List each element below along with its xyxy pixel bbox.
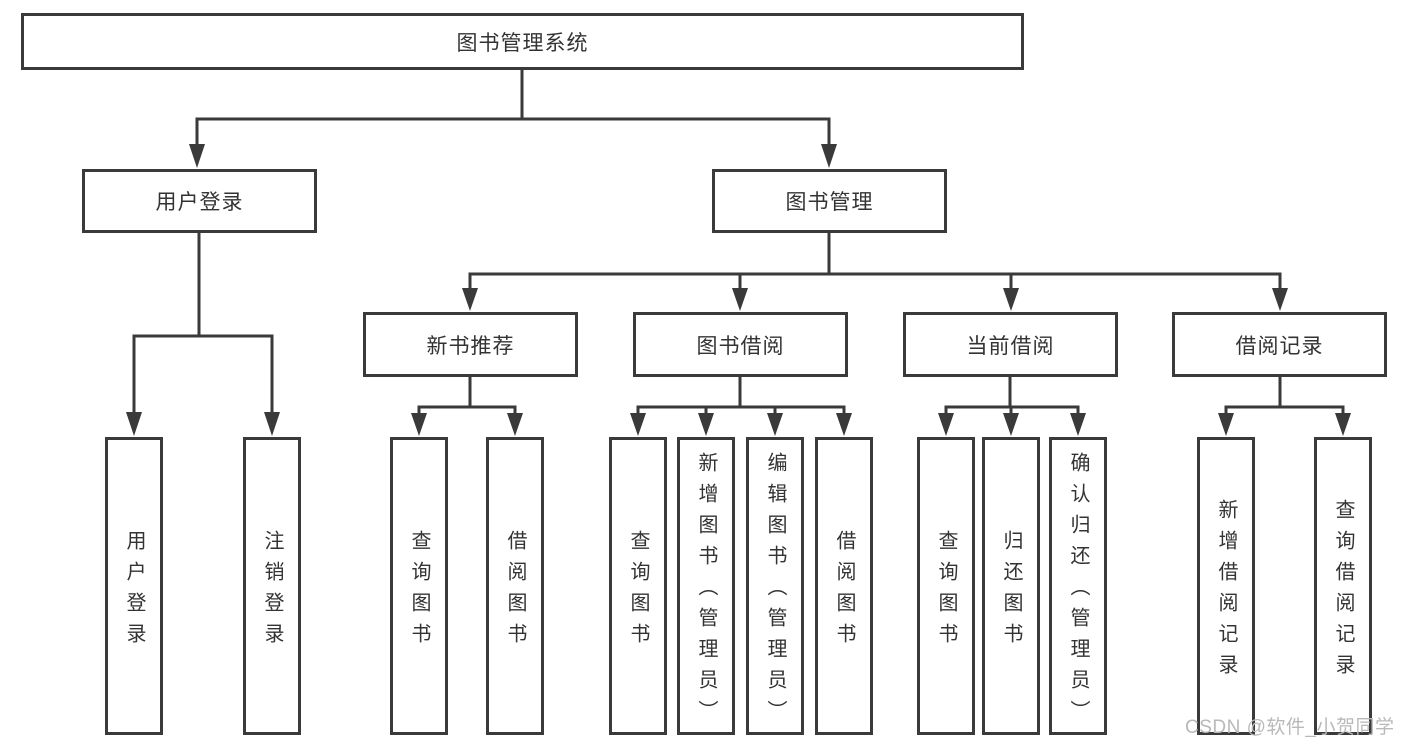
leaf-borrow-books: 借阅图书: [815, 437, 873, 735]
arrow-down-icon: [1272, 288, 1288, 311]
arrow-down-icon: [1070, 413, 1086, 436]
arrow-down-icon: [507, 413, 523, 436]
arrow-down-icon: [821, 144, 837, 168]
arrow-down-icon: [1335, 413, 1351, 436]
leaf-confirm-return-admin: 确认归还（管理员）: [1049, 437, 1107, 735]
node-book-borrow: 图书借阅: [633, 312, 848, 377]
arrow-down-icon: [1218, 413, 1234, 436]
arrow-down-icon: [732, 288, 748, 311]
node-user-login: 用户登录: [82, 169, 317, 233]
node-root-library-system: 图书管理系统: [21, 13, 1024, 70]
arrow-down-icon: [411, 413, 427, 436]
node-borrow-record: 借阅记录: [1172, 312, 1387, 377]
leaf-label: 借阅图书: [833, 529, 855, 654]
leaf-label: 确认归还（管理员）: [1067, 452, 1089, 731]
leaf-add-books-admin: 新增图书（管理员）: [677, 437, 735, 735]
node-new-book-recommend: 新书推荐: [363, 312, 578, 377]
arrow-down-icon: [767, 413, 783, 436]
arrow-down-icon: [1003, 288, 1019, 311]
leaf-current-query-books: 查询图书: [917, 437, 975, 735]
leaf-recommend-query-books: 查询图书: [390, 437, 448, 735]
leaf-recommend-borrow-books: 借阅图书: [486, 437, 544, 735]
leaf-add-borrow-record: 新增借阅记录: [1197, 437, 1255, 735]
leaf-label: 归还图书: [1000, 529, 1022, 654]
leaf-logout: 注销登录: [243, 437, 301, 735]
arrow-down-icon: [264, 412, 280, 436]
arrow-down-icon: [462, 288, 478, 311]
arrow-down-icon: [630, 413, 646, 436]
arrow-down-icon: [698, 413, 714, 436]
leaf-label: 查询图书: [935, 529, 957, 654]
leaf-label: 查询图书: [627, 529, 649, 654]
arrow-down-icon: [189, 144, 205, 168]
leaf-label: 注销登录: [261, 529, 283, 654]
node-current-borrow: 当前借阅: [903, 312, 1118, 377]
arrow-down-icon: [938, 413, 954, 436]
arrow-down-icon: [836, 413, 852, 436]
leaf-label: 借阅图书: [504, 529, 526, 654]
leaf-user-login: 用户登录: [105, 437, 163, 735]
leaf-label: 编辑图书（管理员）: [764, 452, 786, 731]
leaf-label: 用户登录: [123, 529, 145, 654]
arrow-down-icon: [1003, 413, 1019, 436]
leaf-label: 新增图书（管理员）: [695, 452, 717, 731]
node-book-management: 图书管理: [712, 169, 947, 233]
leaf-label: 查询图书: [408, 529, 430, 654]
leaf-edit-books-admin: 编辑图书（管理员）: [746, 437, 804, 735]
leaf-return-books: 归还图书: [982, 437, 1040, 735]
leaf-query-borrow-record: 查询借阅记录: [1314, 437, 1372, 735]
csdn-watermark: CSDN @软件_小贺同学: [1185, 717, 1395, 738]
leaf-label: 新增借阅记录: [1215, 498, 1237, 685]
leaf-borrow-query-books: 查询图书: [609, 437, 667, 735]
leaf-label: 查询借阅记录: [1332, 498, 1354, 685]
arrow-down-icon: [126, 412, 142, 436]
